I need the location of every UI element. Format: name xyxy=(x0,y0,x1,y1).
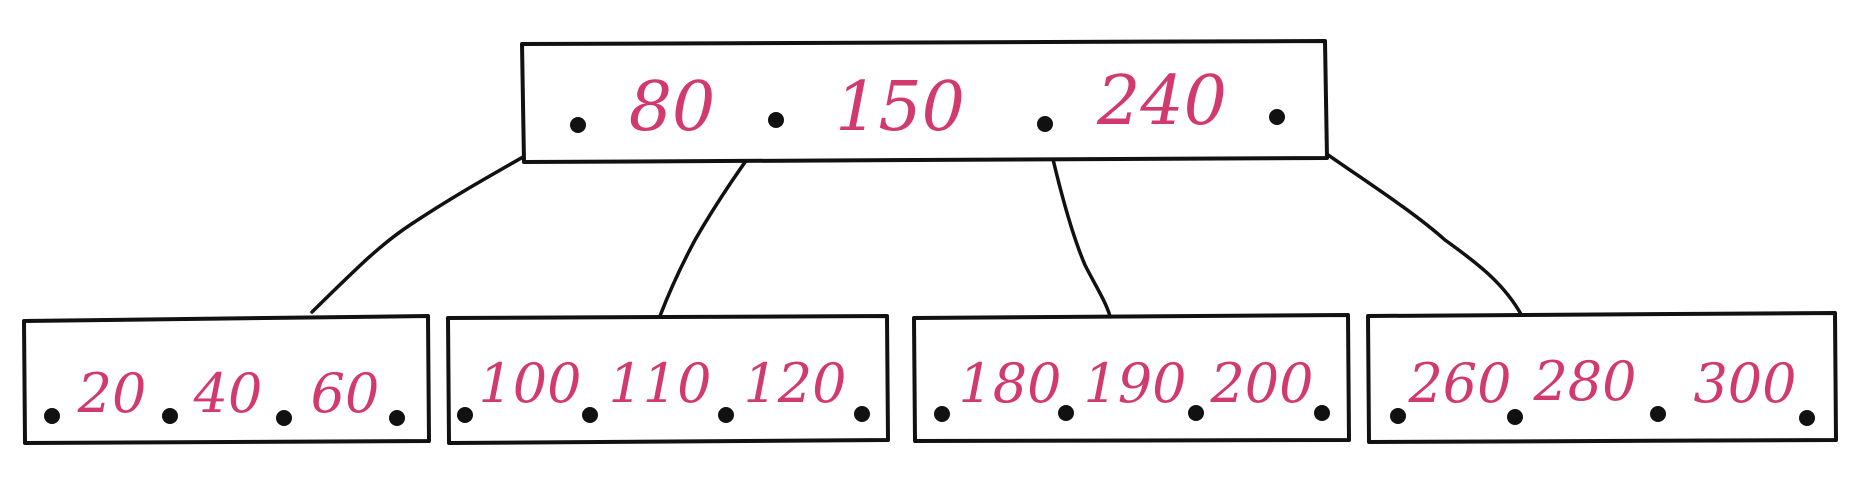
leaf-2-pointer-0 xyxy=(457,407,473,423)
leaf-3-key-3: 200 xyxy=(1209,352,1313,415)
leaf-node-4: 260 280 300 xyxy=(1366,311,1838,444)
leaf-4-pointer-1 xyxy=(1507,409,1523,425)
leaf-3-pointer-0 xyxy=(934,406,950,422)
leaf-2-key-3: 120 xyxy=(743,352,846,415)
root-pointer-0 xyxy=(570,117,586,133)
leaf-4-pointer-0 xyxy=(1390,408,1406,424)
root-pointer-1 xyxy=(768,112,784,128)
root-pointer-3 xyxy=(1269,109,1285,125)
root-key-3: 240 xyxy=(1096,62,1227,141)
leaf-1-pointer-2 xyxy=(276,410,292,426)
leaf-1-key-1: 20 xyxy=(77,362,147,425)
leaf-4-pointer-2 xyxy=(1650,406,1666,422)
leaf-node-2-box xyxy=(446,314,890,445)
leaf-node-1-box xyxy=(22,314,431,445)
leaf-1-pointer-0 xyxy=(44,408,60,424)
leaf-3-key-2: 190 xyxy=(1083,352,1186,415)
leaf-node-1: 20 40 60 xyxy=(22,314,431,445)
leaf-1-key-2: 40 xyxy=(193,362,263,425)
root-key-1: 80 xyxy=(629,68,716,147)
root-key-2: 150 xyxy=(835,68,965,147)
root-pointer-2 xyxy=(1037,116,1053,132)
leaf-node-3-box xyxy=(912,313,1351,443)
leaf-3-pointer-3 xyxy=(1314,405,1330,421)
leaf-3-key-1: 180 xyxy=(958,352,1061,415)
leaf-4-key-3: 300 xyxy=(1693,352,1796,415)
root-node-box xyxy=(520,39,1329,164)
leaf-node-2: 100 110 120 xyxy=(446,314,890,445)
leaf-4-pointer-3 xyxy=(1799,410,1815,426)
leaf-2-key-2: 110 xyxy=(608,352,711,415)
leaf-1-key-3: 60 xyxy=(311,362,380,425)
leaf-2-pointer-3 xyxy=(854,406,870,422)
root-node: 80 150 240 xyxy=(520,39,1329,164)
leaf-node-4-box xyxy=(1366,311,1838,444)
leaf-node-3: 180 190 200 xyxy=(912,313,1351,443)
leaf-2-key-1: 100 xyxy=(478,352,581,415)
leaf-1-pointer-1 xyxy=(162,408,178,424)
leaf-2-pointer-2 xyxy=(718,407,734,423)
leaf-2-pointer-1 xyxy=(582,407,598,423)
leaf-1-pointer-3 xyxy=(389,410,405,426)
leaf-3-pointer-2 xyxy=(1188,405,1204,421)
leaf-3-pointer-1 xyxy=(1058,405,1074,421)
leaf-4-key-1: 260 xyxy=(1407,352,1511,415)
leaf-4-key-2: 280 xyxy=(1532,350,1636,413)
